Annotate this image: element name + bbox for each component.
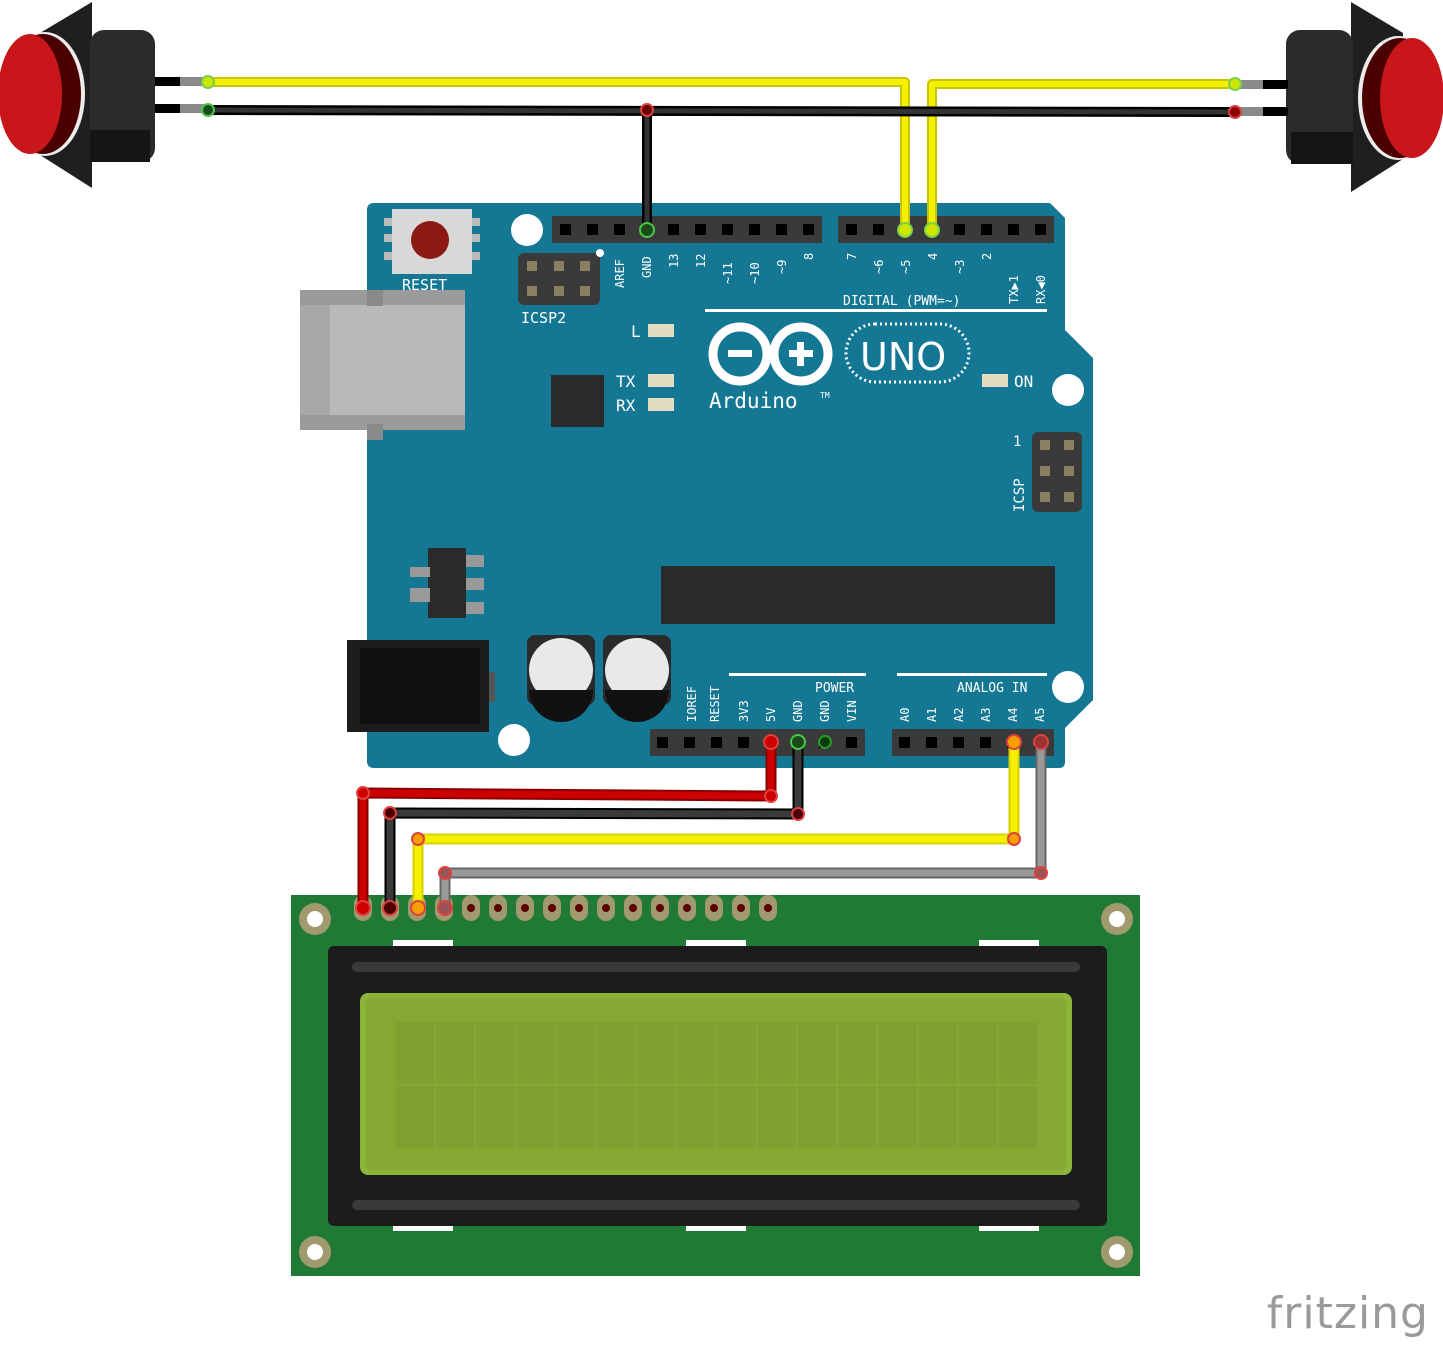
power-pin-labels: IOREF RESET 3V3 5V GND GND VIN — [685, 686, 859, 722]
svg-text:2: 2 — [980, 253, 994, 260]
pushbutton-right — [1237, 2, 1443, 192]
led-on-label: ON — [1014, 372, 1033, 391]
power-label: POWER — [815, 681, 854, 696]
svg-text:A1: A1 — [925, 708, 939, 722]
top-right-pin-labels: 7 ~6 ~5 4 ~3 2 TX▶1 RX◀0 — [845, 253, 1048, 304]
arduino-logo-text: Arduino — [709, 389, 798, 413]
svg-text:4: 4 — [926, 253, 940, 260]
svg-text:A0: A0 — [898, 708, 912, 722]
led-l-label: L — [631, 322, 641, 341]
pushbutton-left — [0, 2, 206, 188]
arduino-uno-board — [300, 203, 1093, 768]
svg-text:GND: GND — [640, 256, 654, 278]
lcd-16x2 — [291, 895, 1140, 1276]
svg-text:TX▶1: TX▶1 — [1007, 275, 1021, 304]
svg-text:7: 7 — [845, 253, 859, 260]
svg-text:A2: A2 — [952, 708, 966, 722]
svg-text:12: 12 — [694, 254, 708, 268]
led-rx-label: RX — [616, 396, 636, 415]
icsp-pin1-label: 1 — [1013, 434, 1021, 450]
svg-text:VIN: VIN — [845, 700, 859, 722]
svg-text:A5: A5 — [1033, 708, 1047, 722]
svg-text:~11: ~11 — [721, 262, 735, 284]
svg-text:~3: ~3 — [953, 260, 967, 274]
svg-text:GND: GND — [791, 700, 805, 722]
icsp-label: ICSP — [1012, 478, 1028, 512]
lcd-character-grid — [396, 1022, 1037, 1148]
analog-pin-labels: A0 A1 A2 A3 A4 A5 — [898, 708, 1047, 722]
svg-text:AREF: AREF — [613, 259, 627, 288]
reset-label: RESET — [402, 276, 447, 294]
svg-text:~5: ~5 — [899, 260, 913, 274]
svg-text:A4: A4 — [1006, 708, 1020, 722]
svg-text:GND: GND — [818, 700, 832, 722]
uno-logo-text: UNO — [860, 335, 946, 379]
svg-text:3V3: 3V3 — [737, 700, 751, 722]
led-tx-label: TX — [616, 372, 636, 391]
svg-text:IOREF: IOREF — [685, 686, 699, 722]
connection-points — [201, 75, 1242, 916]
svg-text:5V: 5V — [764, 708, 778, 722]
icsp2-label: ICSP2 — [521, 309, 566, 327]
svg-text:13: 13 — [667, 254, 681, 268]
svg-text:A3: A3 — [979, 708, 993, 722]
analog-label: ANALOG IN — [957, 681, 1027, 696]
svg-text:RX◀0: RX◀0 — [1034, 275, 1048, 304]
top-left-pin-labels: AREF GND 13 12 ~11 ~10 ~9 8 — [613, 253, 816, 288]
svg-text:RESET: RESET — [708, 686, 722, 722]
svg-text:~6: ~6 — [872, 260, 886, 274]
digital-label: DIGITAL (PWM=~) — [843, 294, 960, 309]
svg-text:8: 8 — [802, 253, 816, 260]
svg-text:~9: ~9 — [775, 260, 789, 274]
svg-text:~10: ~10 — [748, 262, 762, 284]
trademark: TM — [820, 391, 830, 400]
fritzing-watermark: fritzing — [1266, 1288, 1429, 1339]
wires — [203, 77, 1240, 914]
